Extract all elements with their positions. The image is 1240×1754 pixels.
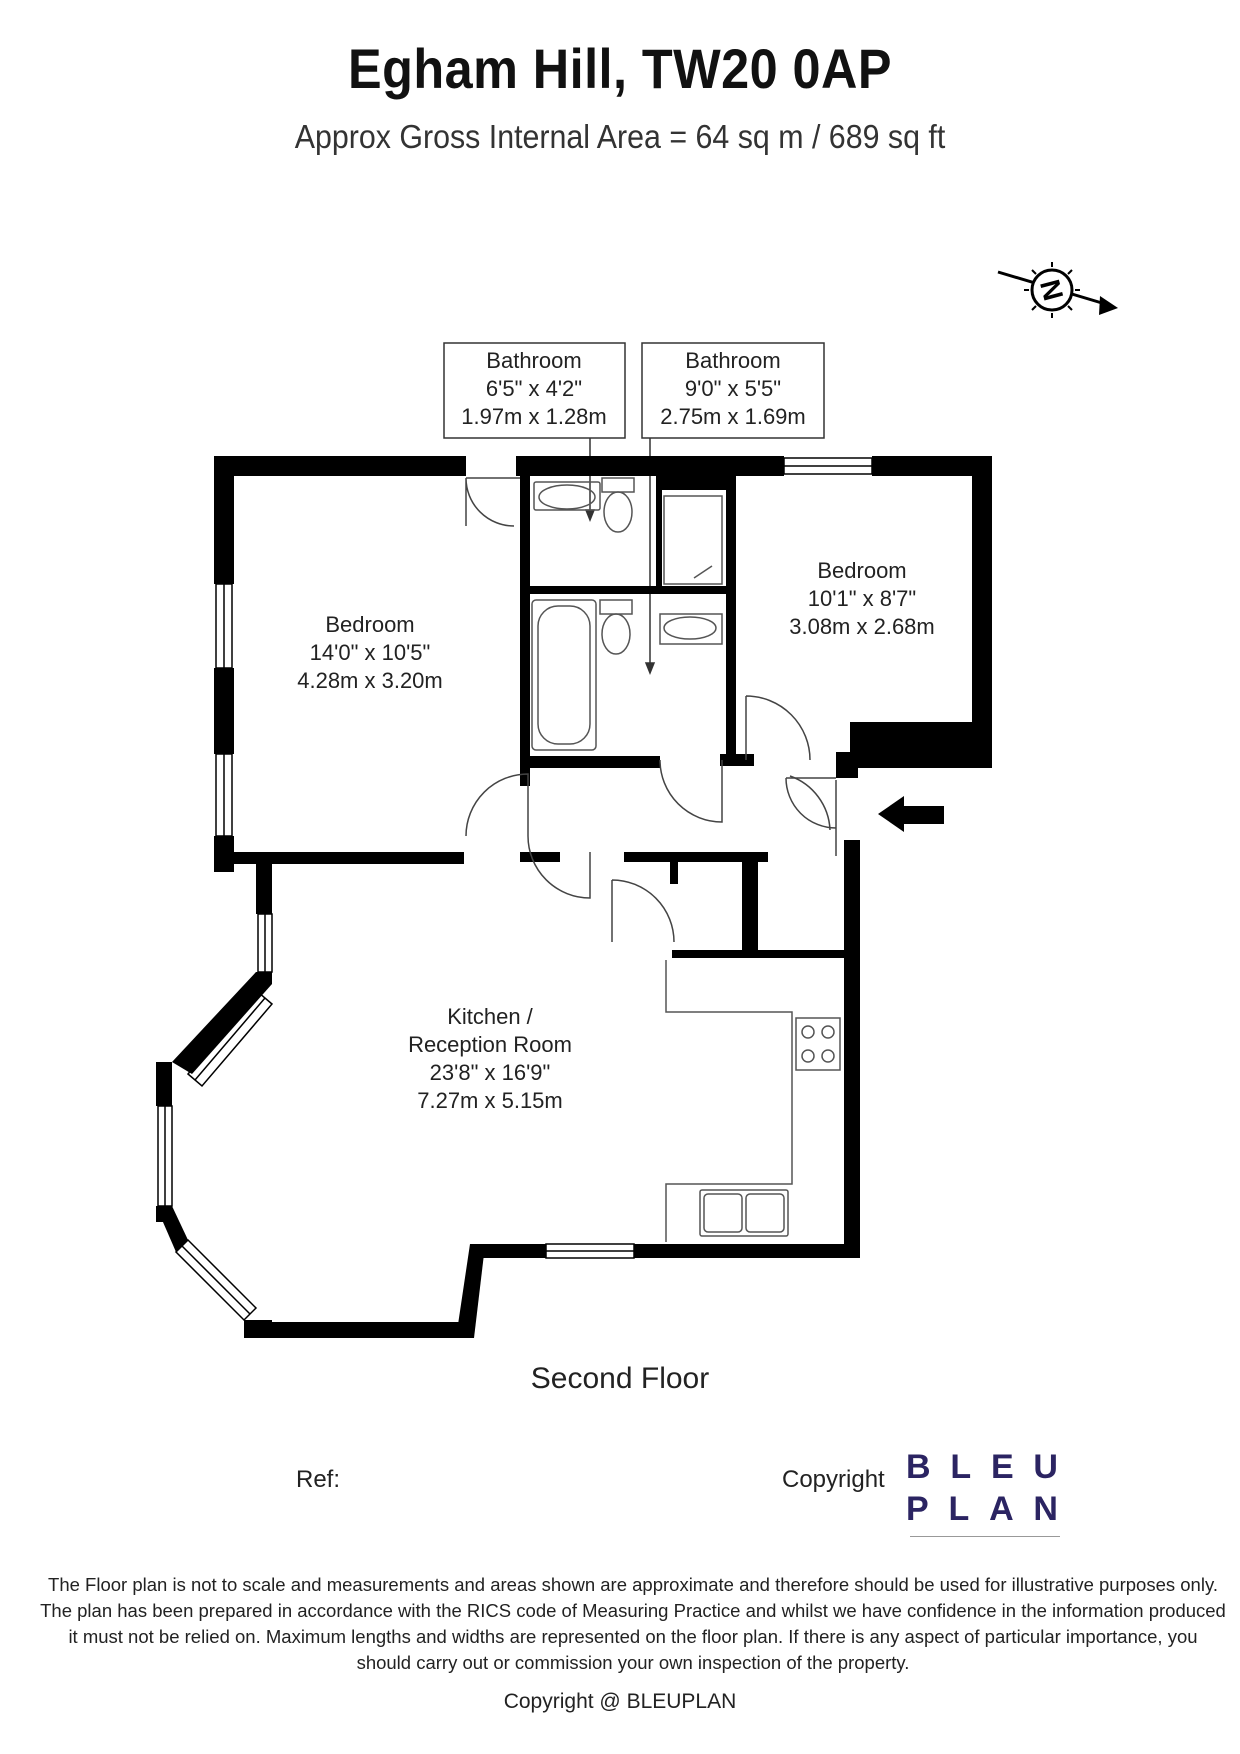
logo-letter: L [950,1448,972,1486]
bathroom-fixtures [531,477,723,751]
walls [156,456,992,1338]
kitchen-name-line1: Kitchen / [447,1004,533,1029]
floor-label: Second Floor [530,1362,710,1395]
kitchen-name-line2: Reception Room [408,1032,572,1057]
bathroom2-metric: 2.75m x 1.69m [660,404,806,429]
logo-row-2: P L A N [906,1488,1058,1530]
bathroom1-imperial: 6'5" x 4'2" [486,376,582,401]
entry-arrow-icon [878,796,944,832]
bathroom2-name: Bathroom [685,348,780,373]
copyright-label: Copyright [782,1466,885,1493]
logo-letter: B [906,1448,931,1486]
bedroom-right-imperial: 10'1" x 8'7" [808,586,916,611]
logo-divider [910,1536,1060,1537]
bathroom1-name: Bathroom [486,348,581,373]
interior-walls [520,476,850,958]
disclaimer-text: The Floor plan is not to scale and measu… [40,1574,1226,1673]
bathroom1-label-box [443,342,626,439]
logo-letter: L [948,1490,970,1528]
bleuplan-logo: B L E U P L A N [906,1446,1066,1530]
label-pointers [584,438,656,676]
bedroom-right-name: Bedroom [817,558,906,583]
ref-label: Ref: [296,1466,341,1493]
kitchen-imperial: 23'8" x 16'9" [430,1060,551,1085]
logo-letter: A [989,1490,1014,1528]
bathroom2-imperial: 9'0" x 5'5" [685,376,781,401]
area-subtitle: Approx Gross Internal Area = 64 sq m / 6… [294,118,946,155]
bathroom1-metric: 1.97m x 1.28m [461,404,607,429]
doors [465,477,837,943]
logo-letter: P [906,1490,929,1528]
footer-copyright: Copyright @ BLEUPLAN [503,1690,737,1713]
bedroom-left-name: Bedroom [325,612,414,637]
north-arrow-icon: N [997,262,1118,318]
windows [157,457,873,1322]
bedroom-right-metric: 3.08m x 2.68m [789,614,935,639]
logo-letter: E [990,1448,1014,1486]
bedroom-left-imperial: 14'0" x 10'5" [310,640,431,665]
kitchen-counters [665,960,841,1242]
page-title: Egham Hill, TW20 0AP [348,37,892,100]
logo-row-1: B L E U [906,1446,1058,1488]
bedroom-left-metric: 4.28m x 3.20m [297,668,443,693]
bathroom2-label-box [641,342,825,439]
kitchen-metric: 7.27m x 5.15m [417,1088,563,1113]
logo-letter: N [1033,1490,1058,1528]
logo-letter: U [1033,1448,1058,1486]
